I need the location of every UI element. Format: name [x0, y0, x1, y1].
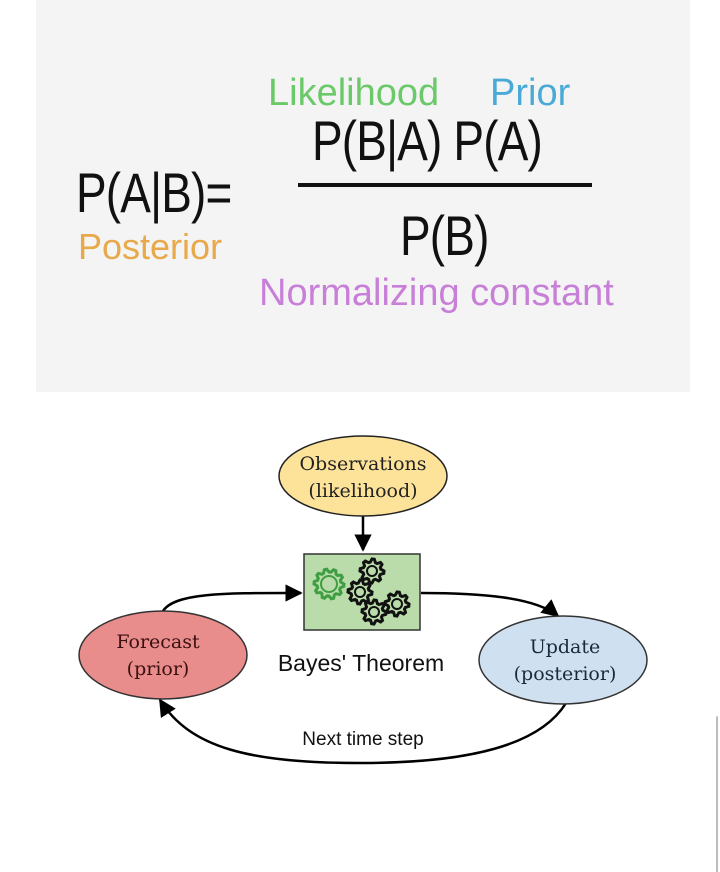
gear-icon-hub: [354, 586, 366, 598]
gear-icon: [346, 578, 374, 606]
observations-line1: Observations: [299, 453, 426, 475]
gear-icon-hub: [366, 565, 378, 577]
scrollbar-edge[interactable]: [716, 716, 718, 872]
edge-update-to-forecast: [158, 698, 568, 765]
gear-icon: [358, 557, 386, 585]
formula-numerator: P(B|A) P(A): [312, 109, 543, 172]
forecast-node: Forecast (prior): [78, 610, 248, 700]
formula-denominator: P(B): [400, 204, 489, 267]
gear-icon-hub: [368, 606, 380, 618]
gear-icon: [383, 590, 411, 618]
posterior-label: Posterior: [78, 226, 223, 267]
green-gear-icon: [312, 567, 346, 601]
fraction-bar: [298, 183, 592, 187]
observations-line2: (likelihood): [308, 480, 417, 502]
gear-icon: [360, 598, 388, 626]
next-time-step-label: Next time step: [302, 729, 423, 750]
edge-bayes-to-update: [420, 591, 560, 618]
bayes-theorem-box: [303, 553, 421, 631]
update-line2: (posterior): [514, 663, 617, 685]
prior-label: Prior: [490, 72, 571, 114]
observations-node: Observations (likelihood): [278, 435, 448, 517]
bayes-theorem-label: Bayes' Theorem: [278, 650, 444, 676]
green-gear-icon-hub: [320, 575, 338, 593]
formula-panel: [36, 0, 690, 392]
forecast-line1: Forecast: [116, 631, 200, 653]
forecast-line2: (prior): [127, 658, 190, 680]
bayes-cycle-diagram: Observations (likelihood) Bayes' Theorem…: [78, 435, 648, 765]
normalizing-constant-label: Normalizing constant: [259, 272, 614, 314]
gears-icon: [312, 557, 411, 626]
update-line1: Update: [530, 636, 601, 658]
update-node: Update (posterior): [478, 615, 648, 705]
formula-lhs: P(A|B)=: [76, 161, 232, 224]
gear-icon-hub: [391, 598, 403, 610]
edge-forecast-to-bayes: [161, 584, 303, 612]
likelihood-label: Likelihood: [268, 72, 440, 114]
